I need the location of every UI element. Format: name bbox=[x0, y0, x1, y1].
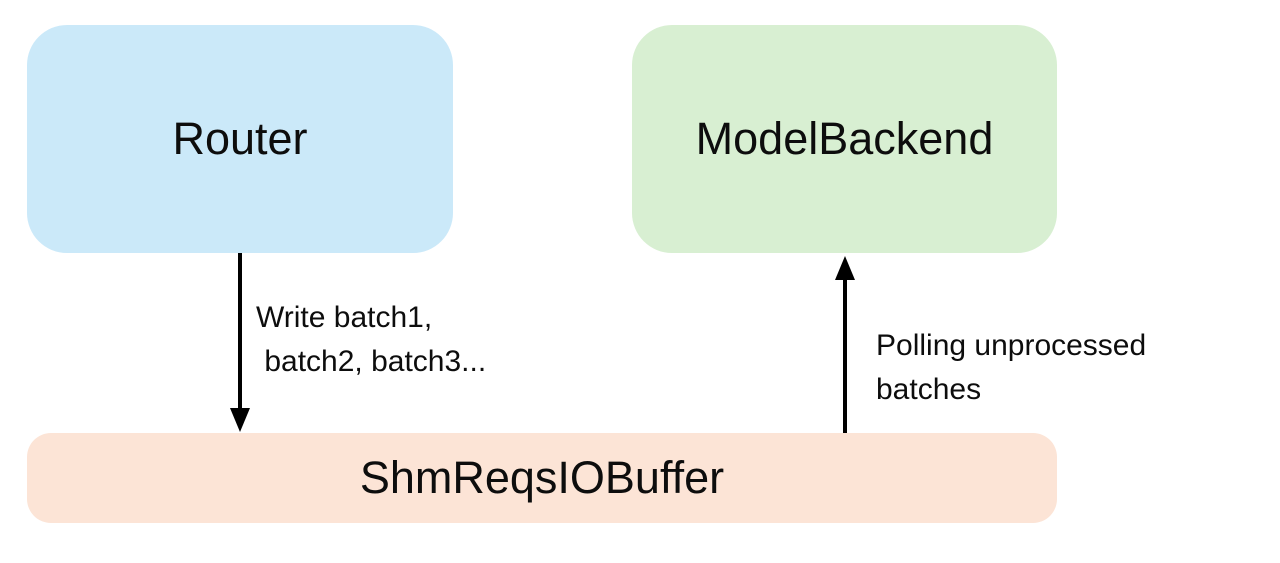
shm-reqs-io-buffer-node: ShmReqsIOBuffer bbox=[27, 433, 1057, 523]
router-node: Router bbox=[27, 25, 453, 253]
down-arrowhead-icon bbox=[230, 408, 250, 432]
write-batches-edge-label: Write batch1, batch2, batch3... bbox=[256, 301, 487, 378]
router-node-label: Router bbox=[172, 113, 308, 165]
model-backend-node: ModelBackend bbox=[632, 25, 1057, 253]
shm-reqs-io-buffer-node-label: ShmReqsIOBuffer bbox=[359, 452, 725, 504]
router-to-buffer-arrow bbox=[230, 253, 250, 432]
up-arrowhead-icon bbox=[835, 256, 855, 280]
polling-batches-edge-label: Polling unprocessed batches bbox=[876, 329, 1147, 406]
model-backend-node-label: ModelBackend bbox=[695, 113, 994, 165]
buffer-to-model-backend-arrow bbox=[835, 256, 855, 433]
